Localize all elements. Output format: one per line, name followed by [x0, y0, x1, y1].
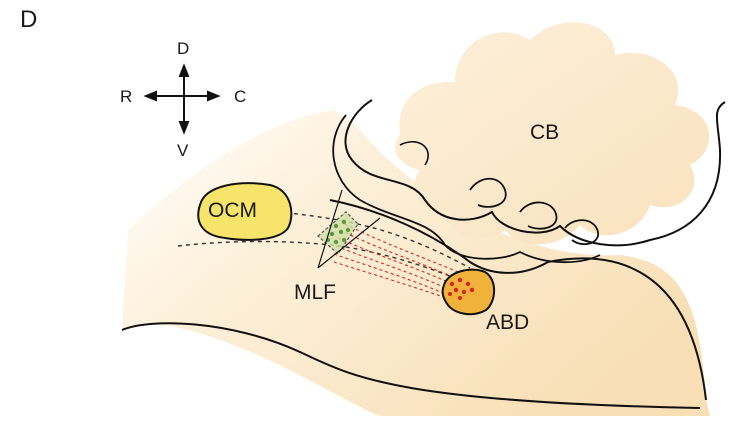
ocm-label: OCM — [208, 200, 257, 221]
panel-label: D — [20, 8, 37, 32]
compass-dorsal-label: D — [177, 40, 189, 57]
orientation-compass — [146, 66, 218, 132]
compass-ventral-label: V — [177, 142, 188, 159]
abd-label: ABD — [486, 312, 529, 333]
abd-nucleus — [443, 270, 494, 314]
mlf-label: MLF — [294, 282, 336, 303]
compass-rostral-label: R — [120, 88, 132, 105]
compass-caudal-label: C — [234, 88, 246, 105]
cerebellum-label: CB — [530, 122, 559, 143]
